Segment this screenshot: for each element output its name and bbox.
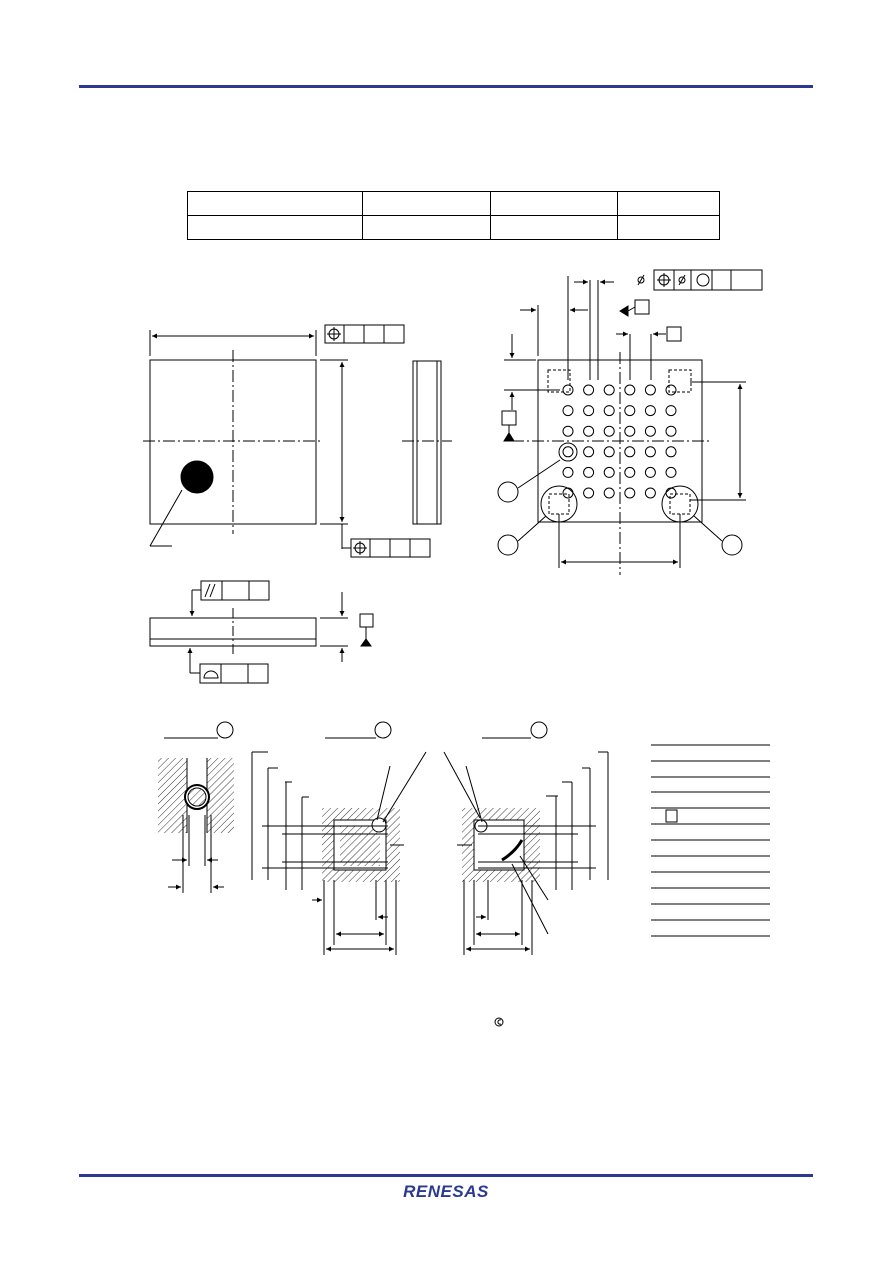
- solder-ball: [562, 487, 574, 499]
- table-row: [187, 215, 720, 240]
- detail-callout: [721, 534, 743, 556]
- solder-ball: [644, 384, 656, 396]
- solder-ball: [624, 405, 636, 417]
- table-cell: [187, 215, 363, 240]
- solder-ball: [583, 466, 595, 478]
- position-tolerance-frame: [342, 538, 431, 558]
- solder-ball: [624, 425, 636, 437]
- bottom-view: [497, 269, 763, 575]
- solder-ball: [603, 384, 615, 396]
- side-view: [402, 360, 452, 525]
- solder-ball: [644, 487, 656, 499]
- solder-ball: [644, 405, 656, 417]
- solder-ball: [603, 405, 615, 417]
- detail-callout: [497, 481, 519, 503]
- solder-ball: [665, 425, 677, 437]
- solder-ball: [665, 466, 677, 478]
- solder-ball: [562, 384, 574, 396]
- front-view: [149, 580, 374, 684]
- solder-ball: [583, 384, 595, 396]
- table-cell: [617, 215, 720, 240]
- copyright-mark: [494, 1017, 504, 1027]
- detail-view-ball: [158, 721, 234, 893]
- solder-ball: [644, 466, 656, 478]
- solder-ball: [603, 487, 615, 499]
- solder-ball: [562, 405, 574, 417]
- solder-ball: [603, 425, 615, 437]
- detail-callout: [497, 534, 519, 556]
- solder-ball: [583, 425, 595, 437]
- solder-ball: [624, 487, 636, 499]
- pin1-index-mark: [180, 460, 214, 494]
- dimension-table: [651, 744, 770, 937]
- table-cell: [617, 191, 720, 216]
- package-code-table: [187, 191, 720, 240]
- solder-ball: [603, 446, 615, 458]
- solder-ball: [583, 405, 595, 417]
- solder-ball: [624, 446, 636, 458]
- solder-ball: [665, 384, 677, 396]
- renesas-logo: RENESAS: [403, 1182, 489, 1201]
- solder-ball: [562, 466, 574, 478]
- solder-ball: [665, 405, 677, 417]
- detail-view-corner-b: [443, 721, 609, 955]
- svg-text:RENESAS: RENESAS: [403, 1182, 489, 1201]
- solder-ball: [583, 446, 595, 458]
- header-rule: [79, 85, 813, 88]
- solder-ball: [603, 466, 615, 478]
- table-cell: [490, 215, 618, 240]
- solder-ball: [665, 487, 677, 499]
- table-cell: [362, 215, 491, 240]
- top-view: [143, 330, 348, 549]
- solder-ball: [583, 487, 595, 499]
- solder-ball: [665, 446, 677, 458]
- solder-ball: [562, 446, 574, 458]
- solder-ball: [644, 446, 656, 458]
- footer-rule: [79, 1174, 813, 1177]
- solder-ball: [562, 425, 574, 437]
- solder-ball: [624, 466, 636, 478]
- solder-ball: [644, 425, 656, 437]
- detail-view-corner-a: [251, 721, 427, 955]
- table-row: [187, 191, 720, 216]
- solder-ball: [624, 384, 636, 396]
- position-tolerance-frame: [324, 324, 405, 344]
